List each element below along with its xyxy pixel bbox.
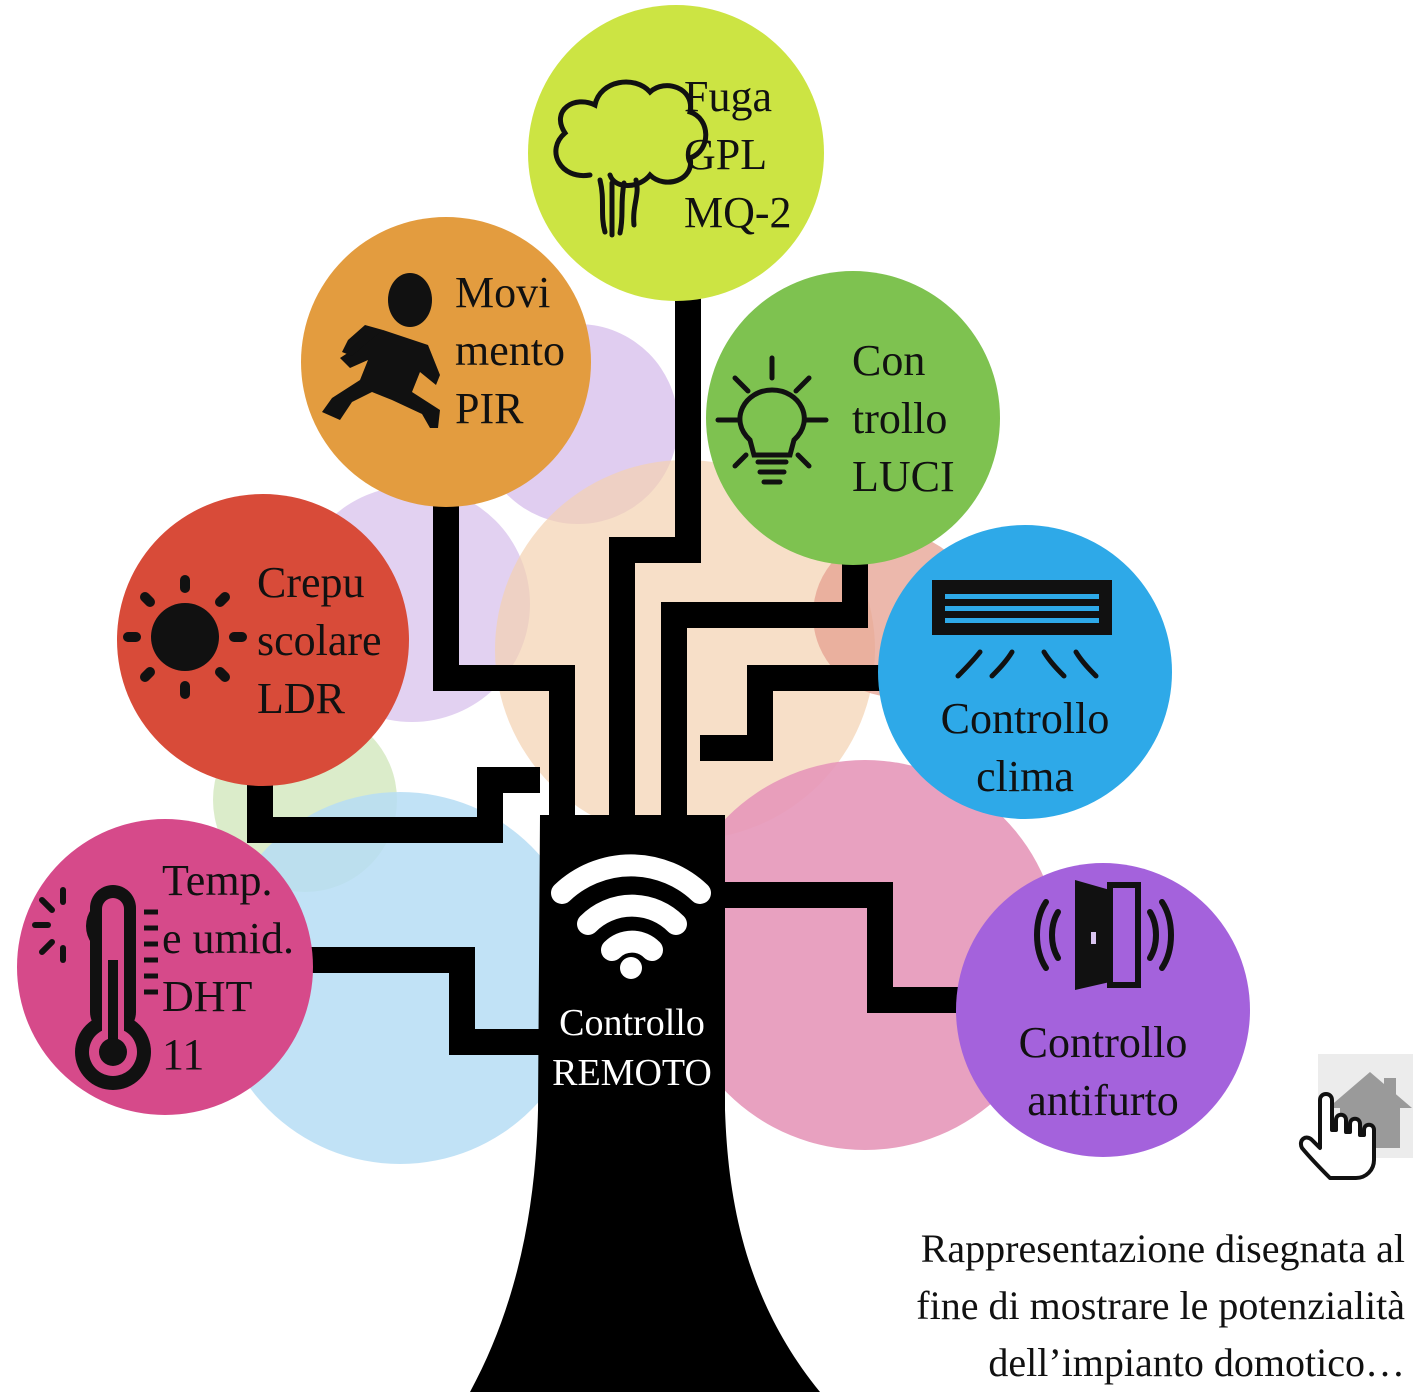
crepuscolare-label-line: scolare xyxy=(257,616,382,665)
antifurto-label-line: antifurto xyxy=(1027,1076,1179,1125)
door-alarm-icon xyxy=(1034,880,1174,990)
air-conditioner-icon xyxy=(932,580,1112,679)
movimento-node xyxy=(301,217,591,507)
gpl-label-line: GPL xyxy=(684,130,768,179)
movimento-label-line: PIR xyxy=(455,384,524,433)
running-person-icon xyxy=(322,273,440,428)
sun-icon xyxy=(123,575,247,699)
hand-pointer-icon xyxy=(1299,1092,1376,1180)
crepuscolare-node xyxy=(117,494,409,786)
crepuscolare-label-line: LDR xyxy=(257,674,345,723)
tree-branches xyxy=(247,295,970,1055)
gpl-label-line: MQ-2 xyxy=(684,188,792,237)
remoto-label: Controllo REMOTO xyxy=(532,998,732,1098)
caption: Rappresentazione disegnata al fine di mo… xyxy=(805,1220,1405,1391)
caption-line: Rappresentazione disegnata al xyxy=(920,1226,1405,1271)
clima-label: Controllo clima xyxy=(925,690,1125,806)
antifurto-label-line: Controllo xyxy=(1018,1018,1188,1067)
remoto-label-line: Controllo xyxy=(559,1002,705,1044)
gpl-label-line: Fuga xyxy=(684,72,772,121)
movimento-label-line: mento xyxy=(455,326,565,375)
temp-label-line: 11 xyxy=(162,1030,205,1079)
luci-label-line: Con xyxy=(852,336,926,385)
movimento-label: Movi mento PIR xyxy=(455,264,565,438)
temp-label: Temp. e umid. DHT 11 xyxy=(162,852,294,1084)
thermometer-icon xyxy=(32,885,158,1090)
gpl-label: Fuga GPL MQ-2 xyxy=(684,68,792,242)
crepuscolare-label: Crepu scolare LDR xyxy=(257,554,382,728)
antifurto-label: Controllo antifurto xyxy=(1003,1014,1203,1130)
movimento-label-line: Movi xyxy=(455,268,551,317)
luci-label-line: trollo xyxy=(852,394,948,443)
crepuscolare-label-line: Crepu xyxy=(257,558,365,607)
light-bulb-icon xyxy=(715,355,829,485)
tree-trunk xyxy=(470,815,820,1392)
temp-label-line: e umid. xyxy=(162,914,294,963)
gas-cloud-icon xyxy=(553,79,709,238)
temp-label-line: DHT xyxy=(162,972,253,1021)
temp-label-line: Temp. xyxy=(162,856,273,905)
wifi-icon xyxy=(551,854,711,979)
luci-label: Con trollo LUCI xyxy=(852,332,955,506)
clima-label-line: clima xyxy=(976,752,1074,801)
remoto-label-line: REMOTO xyxy=(552,1052,712,1094)
caption-line: fine di mostrare le potenzialità xyxy=(916,1283,1405,1328)
antifurto-node xyxy=(956,863,1250,1157)
caption-line: dell’impianto domotico… xyxy=(988,1340,1405,1385)
clima-label-line: Controllo xyxy=(940,694,1110,743)
luci-label-line: LUCI xyxy=(852,452,955,501)
luci-node xyxy=(706,271,1000,565)
